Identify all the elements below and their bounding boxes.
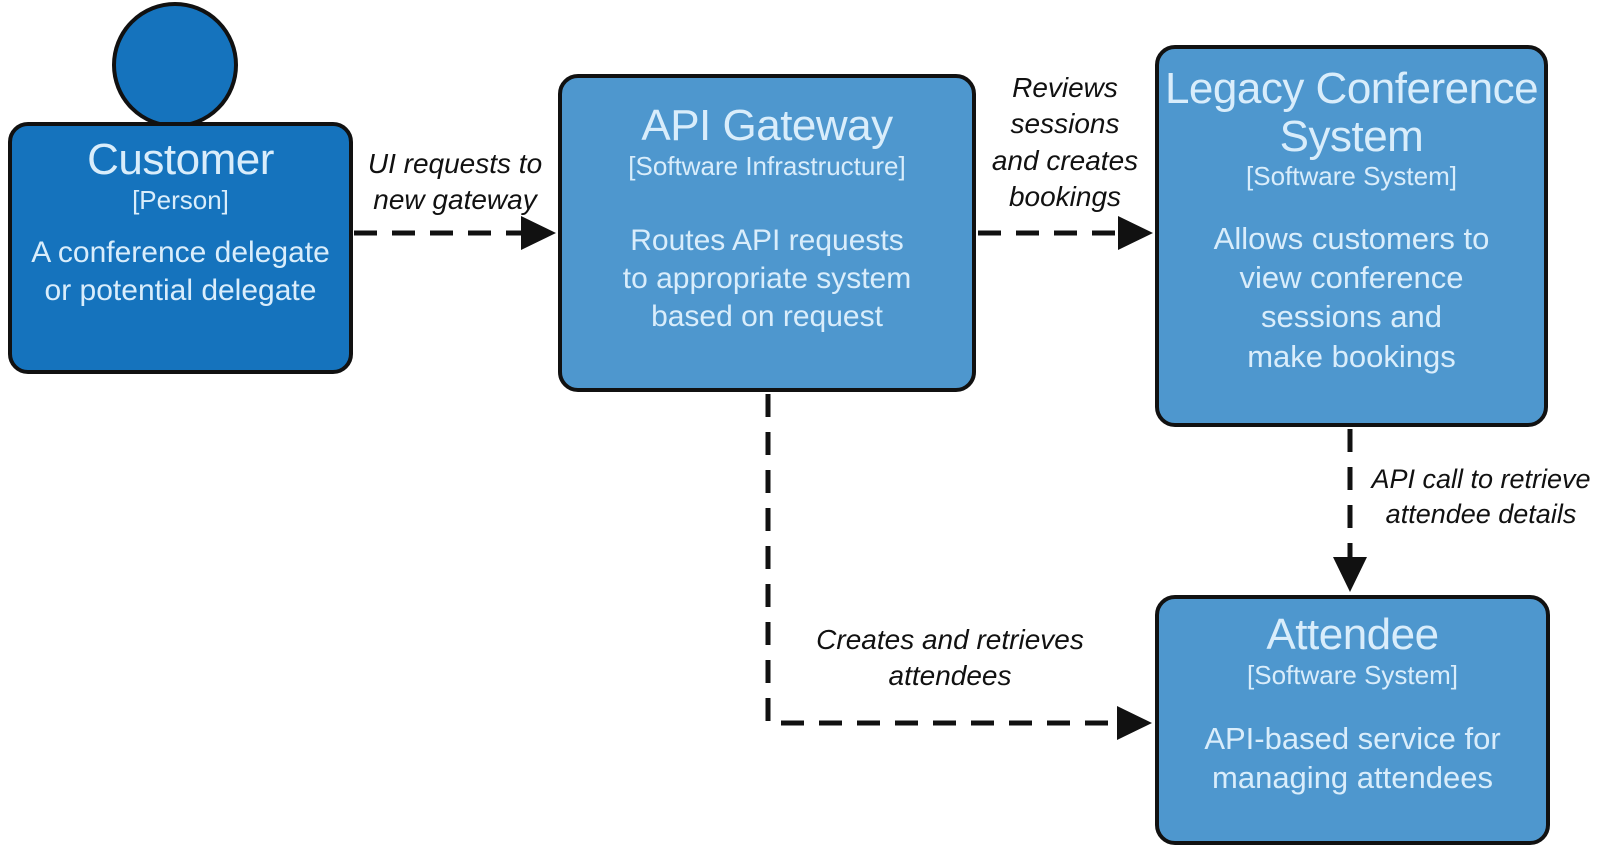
- node-subtitle: [Software System]: [1247, 659, 1458, 690]
- edge-label-api-gateway-to-attendee: Creates and retrieves attendees: [816, 624, 1084, 692]
- node-customer: Customer [Person] A conference delegate …: [8, 122, 353, 374]
- node-legacy-conference-system: Legacy Conference System [Software Syste…: [1155, 45, 1548, 427]
- arrowhead-api-gateway-to-legacy: [1118, 216, 1153, 250]
- node-title: Customer: [87, 135, 274, 184]
- edge-label-legacy-to-attendee: API call to retrieve attendee details: [1371, 464, 1591, 530]
- node-description: Routes API requests to appropriate syste…: [622, 224, 912, 334]
- node-description: Allows customers to view conference sess…: [1213, 220, 1490, 374]
- node-title: Attendee: [1266, 610, 1439, 659]
- node-subtitle: [Software Infrastructure]: [628, 150, 906, 181]
- node-api-gateway: API Gateway [Software Infrastructure] Ro…: [558, 74, 976, 392]
- person-icon: [112, 2, 238, 128]
- edge-label-api-gateway-to-legacy: Reviews sessions and creates bookings: [991, 72, 1139, 213]
- node-description: A conference delegate or potential deleg…: [31, 236, 330, 308]
- node-title: Legacy Conference System: [1164, 64, 1539, 161]
- node-description: API-based service for managing attendees: [1204, 721, 1501, 796]
- node-subtitle: [Person]: [132, 184, 229, 215]
- arrowhead-legacy-to-attendee: [1333, 557, 1367, 592]
- node-subtitle: [Software System]: [1246, 161, 1457, 192]
- node-title: API Gateway: [641, 101, 893, 150]
- edge-label-customer-to-api-gateway: UI requests to new gateway: [367, 148, 543, 216]
- arrowhead-api-gateway-to-attendee: [1117, 706, 1152, 740]
- node-attendee: Attendee [Software System] API-based ser…: [1155, 595, 1550, 845]
- arrowhead-customer-to-api-gateway: [521, 216, 556, 250]
